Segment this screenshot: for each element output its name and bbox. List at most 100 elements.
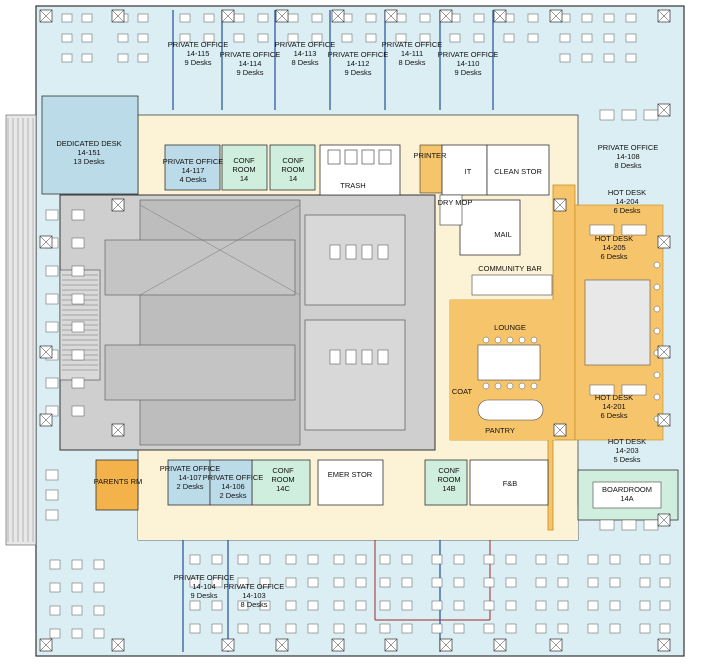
desk bbox=[189, 554, 201, 565]
desk bbox=[559, 53, 571, 63]
column-cross bbox=[553, 198, 567, 212]
label-mail: MAIL bbox=[494, 230, 512, 239]
column-cross bbox=[657, 638, 671, 652]
desk bbox=[179, 13, 191, 23]
desk bbox=[505, 623, 517, 634]
desk bbox=[45, 377, 59, 389]
desk bbox=[311, 13, 323, 23]
desk bbox=[473, 13, 485, 23]
desk bbox=[581, 53, 593, 63]
desk bbox=[379, 600, 391, 611]
desk bbox=[49, 582, 61, 593]
label-clean-stor: CLEAN STOR bbox=[494, 167, 542, 176]
fixture bbox=[329, 244, 341, 260]
column-cross bbox=[331, 638, 345, 652]
desk bbox=[203, 33, 215, 43]
desk bbox=[237, 577, 249, 588]
desk bbox=[287, 33, 299, 43]
desk bbox=[257, 33, 269, 43]
desk bbox=[639, 554, 651, 565]
column-cross bbox=[657, 9, 671, 23]
column-cross bbox=[657, 413, 671, 427]
label-lounge: LOUNGE bbox=[494, 323, 526, 332]
desk bbox=[333, 554, 345, 565]
desk bbox=[643, 519, 659, 531]
chair bbox=[494, 336, 502, 344]
column-cross bbox=[221, 9, 235, 23]
desk bbox=[557, 600, 569, 611]
conf-room-2 bbox=[269, 144, 316, 191]
desk bbox=[379, 577, 391, 588]
desk bbox=[365, 13, 377, 23]
desk bbox=[259, 577, 271, 588]
desk bbox=[237, 623, 249, 634]
desk bbox=[259, 600, 271, 611]
desk bbox=[71, 628, 83, 639]
column-cross bbox=[275, 9, 289, 23]
label-it: IT bbox=[465, 167, 472, 176]
column-cross bbox=[111, 9, 125, 23]
desk bbox=[609, 554, 621, 565]
desk bbox=[71, 237, 85, 249]
desk bbox=[535, 600, 547, 611]
desk bbox=[49, 605, 61, 616]
column-cross bbox=[39, 345, 53, 359]
desk bbox=[401, 577, 413, 588]
elevator-bank-bottom bbox=[104, 344, 296, 401]
trash-bin bbox=[378, 149, 392, 165]
column-cross bbox=[384, 638, 398, 652]
desk bbox=[483, 600, 495, 611]
desk bbox=[93, 559, 105, 570]
desk bbox=[237, 554, 249, 565]
desk bbox=[45, 265, 59, 277]
desk bbox=[285, 577, 297, 588]
corridor-bottom bbox=[138, 505, 578, 540]
chair bbox=[482, 336, 490, 344]
desk bbox=[71, 559, 83, 570]
po-107-zone bbox=[167, 459, 211, 506]
column-cross bbox=[657, 103, 671, 117]
desk bbox=[449, 33, 461, 43]
desk bbox=[659, 577, 671, 588]
desk bbox=[189, 623, 201, 634]
desk bbox=[341, 33, 353, 43]
stool bbox=[653, 261, 661, 269]
desk bbox=[81, 13, 93, 23]
desk bbox=[599, 519, 615, 531]
partitions bbox=[172, 10, 494, 652]
desk bbox=[365, 33, 377, 43]
desk bbox=[625, 53, 637, 63]
label-trash: TRASH bbox=[340, 181, 365, 190]
desk bbox=[93, 605, 105, 616]
desk bbox=[233, 33, 245, 43]
desk bbox=[45, 509, 59, 521]
desk bbox=[401, 600, 413, 611]
desk bbox=[233, 13, 245, 23]
desk bbox=[49, 628, 61, 639]
desk bbox=[71, 209, 85, 221]
desk bbox=[333, 623, 345, 634]
desk bbox=[307, 623, 319, 634]
desk-layer bbox=[45, 13, 671, 639]
desk bbox=[93, 628, 105, 639]
label-fb: F&B bbox=[503, 479, 518, 488]
fixture bbox=[361, 349, 373, 365]
fixture bbox=[345, 244, 357, 260]
desk bbox=[61, 53, 73, 63]
stool bbox=[653, 305, 661, 313]
conf-room-14c bbox=[251, 459, 311, 506]
dry-mop-room bbox=[439, 194, 463, 226]
trash-bin bbox=[327, 149, 341, 165]
desk bbox=[639, 600, 651, 611]
desk bbox=[419, 13, 431, 23]
desk bbox=[453, 623, 465, 634]
